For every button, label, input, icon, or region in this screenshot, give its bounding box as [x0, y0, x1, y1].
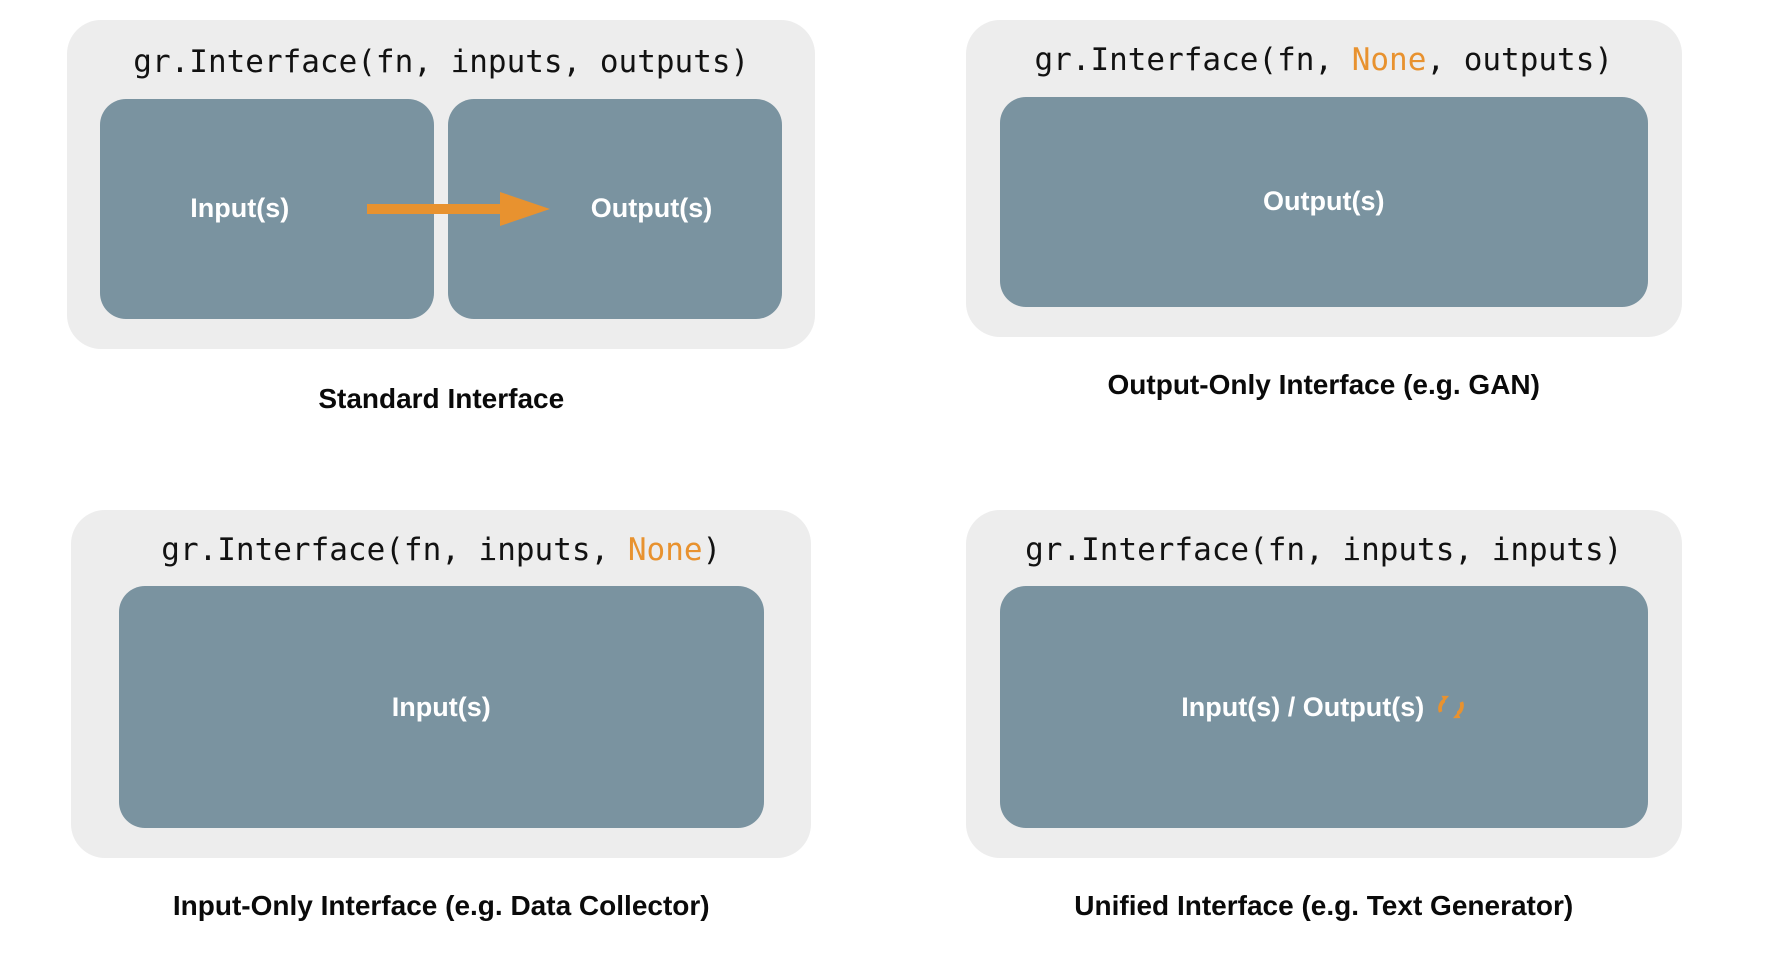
code-signature-unified: gr.Interface(fn, inputs, inputs)	[1025, 528, 1622, 573]
box-outputs: Output(s)	[999, 96, 1648, 307]
code-segment-plain: gr.Interface(fn, inputs, inputs)	[1025, 531, 1623, 568]
caption-input-only-interface: Input-Only Interface (e.g. Data Collecto…	[172, 890, 710, 922]
code-segment-none: None	[1351, 42, 1427, 78]
code-segment-none: None	[627, 531, 703, 568]
box-row-unified: Input(s) / Output(s)	[999, 586, 1648, 829]
cycle-loop-icon	[1436, 692, 1466, 722]
panel-standard-interface: gr.Interface(fn, inputs, outputs) Input(…	[0, 0, 883, 488]
panel-output-only-interface: gr.Interface(fn, None, outputs) Output(s…	[883, 0, 1765, 488]
box-inputs-outputs-label: Input(s) / Output(s)	[1181, 691, 1425, 722]
box-inputs: Input(s)	[118, 586, 764, 829]
box-inputs-outputs: Input(s) / Output(s)	[999, 586, 1648, 829]
code-segment-plain-tail: )	[702, 531, 722, 568]
box-outputs: Output(s)	[448, 98, 783, 319]
card-output-only-interface: gr.Interface(fn, None, outputs) Output(s…	[965, 20, 1682, 337]
box-inputs-label: Input(s)	[391, 691, 491, 722]
box-row-input-only: Input(s)	[118, 586, 764, 829]
code-segment-plain: gr.Interface(fn, inputs, outputs)	[133, 44, 750, 80]
code-segment-plain: gr.Interface(fn,	[1034, 42, 1352, 78]
card-input-only-interface: gr.Interface(fn, inputs, None) Input(s)	[71, 509, 812, 859]
box-row-standard: Input(s) Output(s)	[100, 98, 783, 319]
caption-standard-interface: Standard Interface	[318, 382, 565, 414]
code-segment-plain-tail: , outputs)	[1426, 42, 1614, 78]
card-unified-interface: gr.Interface(fn, inputs, inputs) Input(s…	[965, 509, 1682, 859]
code-signature-output-only: gr.Interface(fn, None, outputs)	[1034, 38, 1613, 83]
box-inputs: Input(s)	[100, 98, 435, 319]
code-signature-input-only: gr.Interface(fn, inputs, None)	[161, 528, 721, 573]
code-signature-standard: gr.Interface(fn, inputs, outputs)	[133, 40, 749, 85]
panel-input-only-interface: gr.Interface(fn, inputs, None) Input(s) …	[0, 488, 883, 975]
box-inputs-label: Input(s)	[190, 193, 290, 224]
box-outputs-label: Output(s)	[590, 193, 713, 224]
card-standard-interface: gr.Interface(fn, inputs, outputs) Input(…	[67, 20, 816, 349]
box-row-output-only: Output(s)	[999, 96, 1648, 307]
caption-unified-interface: Unified Interface (e.g. Text Generator)	[1074, 890, 1574, 922]
code-segment-plain: gr.Interface(fn, inputs,	[161, 531, 628, 568]
panel-unified-interface: gr.Interface(fn, inputs, inputs) Input(s…	[883, 488, 1765, 975]
caption-output-only-interface: Output-Only Interface (e.g. GAN)	[1107, 368, 1540, 400]
box-outputs-label: Output(s)	[1263, 186, 1385, 217]
